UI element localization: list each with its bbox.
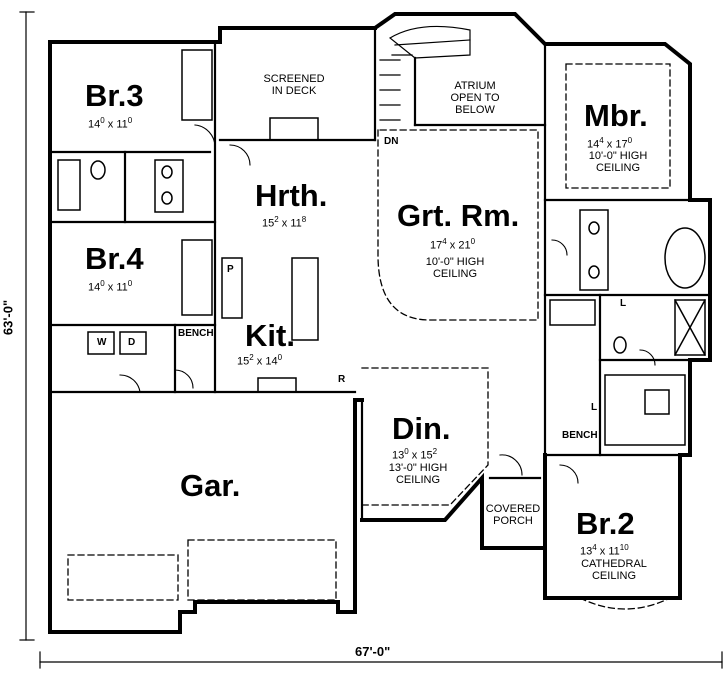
pantry-tag: P (227, 264, 234, 275)
dining-dimensions: 130 x 152 (392, 447, 438, 462)
interior-walls (48, 26, 712, 522)
great-room-dimensions: 174 x 210 (430, 237, 476, 252)
staircase (379, 25, 471, 121)
washer-tag: W (97, 337, 107, 348)
kit-name: Kit. (245, 318, 295, 353)
kit-dimensions: 152 x 140 (237, 353, 283, 368)
overall-width-label: 67'-0" (355, 644, 391, 659)
linen-tag-2: L (591, 402, 598, 413)
bench-tag-laundry: BENCH (178, 328, 214, 339)
door-swings (119, 124, 656, 484)
plumbing-fixtures (57, 117, 706, 393)
dining-name: Din. (392, 411, 451, 446)
hrth-name: Hrth. (255, 178, 328, 213)
garage-name: Gar. (180, 468, 241, 503)
dimension-lines (19, 11, 723, 669)
br3-dimensions: 140 x 110 (88, 116, 133, 131)
br2-dimensions: 134 x 1110 (580, 543, 629, 558)
bench-tag-bath: BENCH (562, 430, 598, 441)
stair-down-tag: DN (384, 136, 399, 147)
ceiling-outlines (67, 63, 671, 610)
dryer-tag: D (128, 337, 136, 348)
range-tag: R (338, 374, 346, 385)
closets (181, 49, 707, 446)
great-room-name: Grt. Rm. (397, 198, 520, 233)
mbr-dimensions: 144 x 170 (587, 136, 633, 151)
br2-name: Br.2 (576, 506, 635, 541)
overall-depth-label: 63'-0" (0, 299, 16, 336)
br3-name: Br.3 (85, 78, 144, 113)
br4-name: Br.4 (85, 241, 144, 276)
linen-tag-1: L (620, 298, 627, 309)
mbr-name: Mbr. (584, 98, 648, 133)
hrth-dimensions: 152 x 118 (262, 215, 307, 230)
br4-dimensions: 140 x 110 (88, 279, 133, 294)
